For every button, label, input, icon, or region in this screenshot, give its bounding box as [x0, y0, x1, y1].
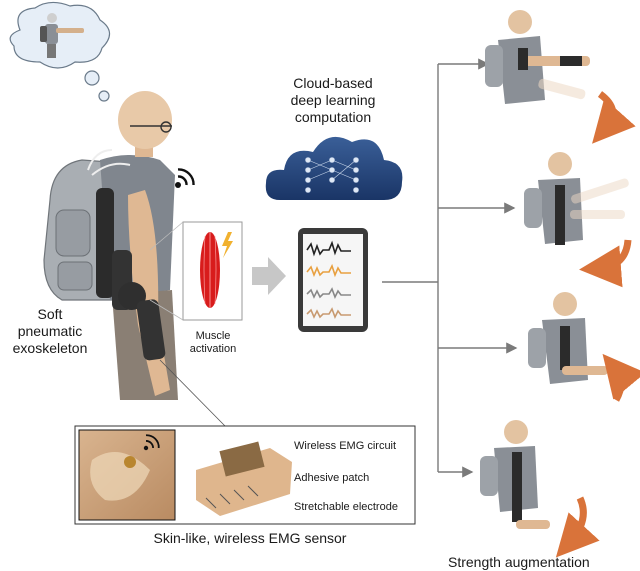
soft-exoskeleton-label: Soft pneumatic exoskeleton — [2, 306, 98, 357]
tablet-icon — [298, 228, 368, 332]
muscle-line2: activation — [189, 343, 237, 355]
soft-line2: pneumatic — [17, 323, 83, 339]
figure-4 — [480, 420, 600, 558]
lightning-icon — [222, 232, 233, 258]
figure-1 — [485, 10, 636, 144]
wifi-icon — [175, 168, 195, 188]
emg-sensor-panel — [74, 359, 416, 525]
muscle-activation-box — [182, 221, 243, 321]
right-arrow-icon — [252, 257, 286, 295]
sensor-wifi-icon — [143, 434, 160, 451]
figure-2 — [524, 152, 632, 288]
wireless-emg-circuit-label: Wireless EMG circuit — [294, 440, 397, 452]
sensor-caption: Skin-like, wireless EMG sensor — [153, 530, 347, 546]
soft-line1: Soft — [37, 306, 63, 322]
adhesive-patch-label: Adhesive patch — [294, 472, 370, 484]
cloud-line2: deep learning — [290, 92, 376, 108]
cloud-line3: computation — [294, 109, 372, 125]
thought-bubble-icon — [9, 1, 111, 102]
muscle-activation-label: Muscle activation — [180, 330, 246, 356]
stretchable-electrode-label: Stretchable electrode — [294, 501, 398, 513]
strength-augmentation-label: Strength augmentation — [448, 554, 590, 570]
person-figure — [43, 91, 178, 400]
cloud-line1: Cloud-based — [293, 75, 373, 91]
branch-connectors — [382, 58, 518, 478]
soft-line3: exoskeleton — [12, 340, 88, 356]
muscle-line1: Muscle — [195, 330, 231, 342]
figure-3 — [528, 292, 640, 402]
cloud-label: Cloud-based deep learning computation — [268, 75, 398, 126]
cloud-network-icon — [265, 136, 403, 200]
